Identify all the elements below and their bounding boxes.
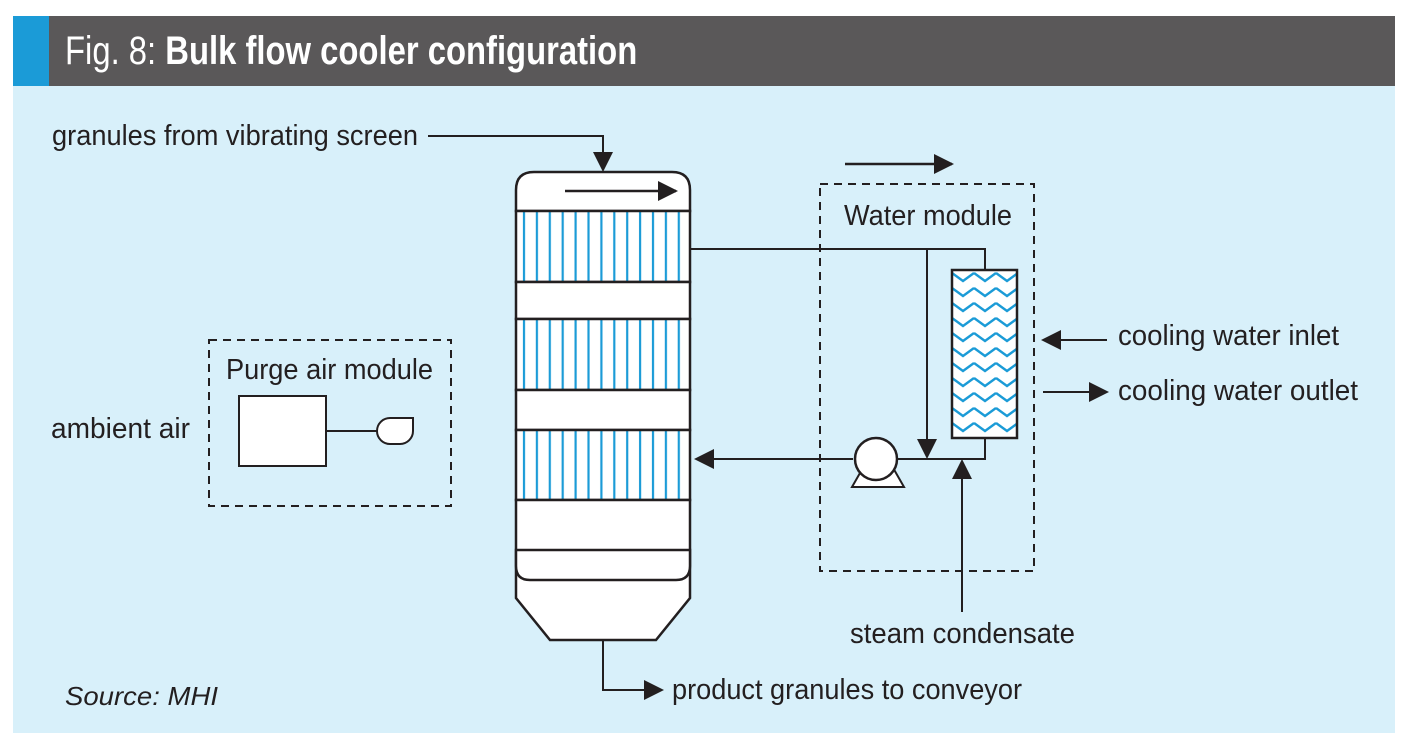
pump-icon [850,436,906,488]
tube-bank-3 [514,428,692,502]
hot-water-line [690,248,986,270]
label-granules-in: granules from vibrating screen [52,120,418,152]
granules-in-line [428,135,613,172]
discharge-tray [514,548,692,582]
figure-title: Fig. 8: Bulk flow cooler configuration [65,24,637,78]
heat-exchanger [950,268,1019,440]
label-product-out: product granules to conveyor [672,674,1022,706]
label-ambient-air: ambient air [51,413,190,445]
label-purge-air-module: Purge air module [226,354,433,386]
figure-number: Fig. 8: [65,29,157,73]
header-accent-bar [13,16,49,86]
tube-bank-1 [514,209,692,284]
fan-icon [375,417,414,445]
product-out-line [602,640,664,700]
purge-air-module-box [208,339,452,507]
tube-bank-2 [514,317,692,392]
column-gap-1 [514,280,692,321]
figure-header: Fig. 8: Bulk flow cooler configuration [13,16,1395,86]
figure-title-text: Bulk flow cooler configuration [165,29,638,73]
purge-air-unit [238,395,327,467]
label-steam-condensate: steam condensate [850,618,1075,650]
figure-panel: Fig. 8: Bulk flow cooler configuration [13,16,1395,733]
column-gap-2 [514,388,692,432]
label-water-module: Water module [844,200,1012,232]
label-cooling-water-inlet: cooling water inlet [1118,320,1339,352]
source-note: Source: MHI [65,681,218,711]
water-module-box [819,183,1035,572]
label-cooling-water-outlet: cooling water outlet [1118,375,1358,407]
return-line [898,438,986,460]
cooler-column [514,170,692,642]
